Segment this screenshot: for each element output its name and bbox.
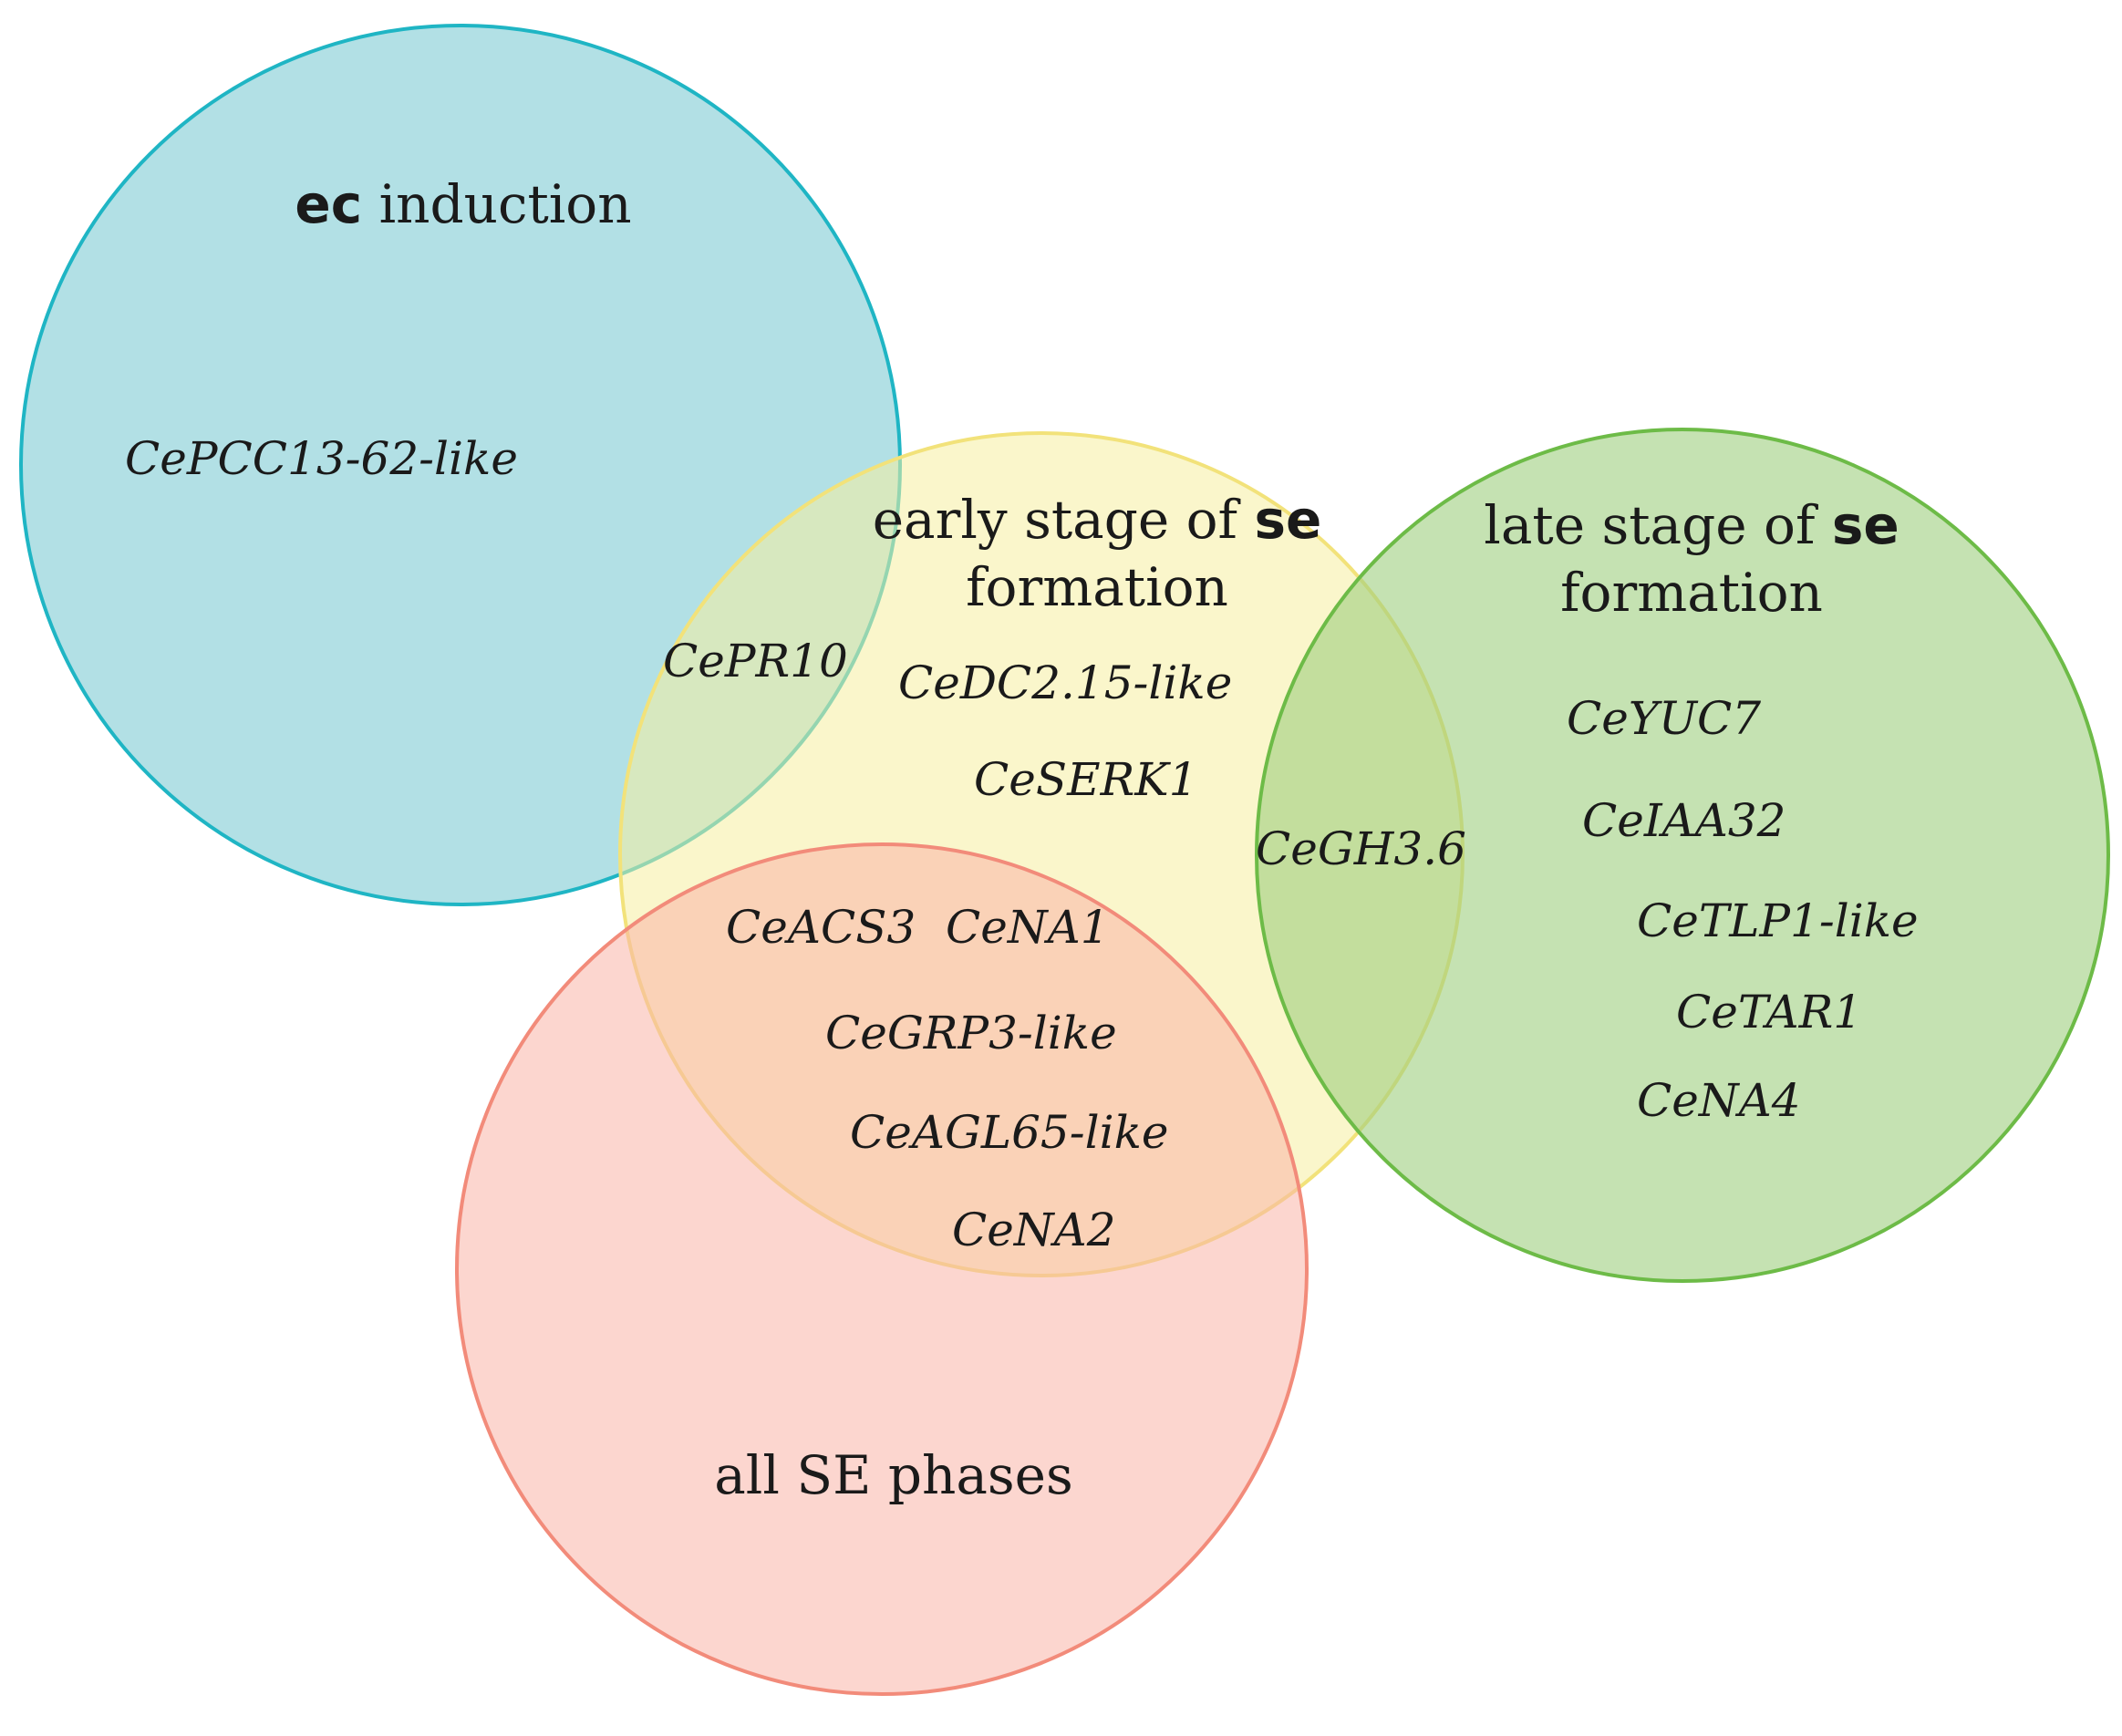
early-stage-title-bold: se: [1254, 489, 1321, 551]
gene-label: CePR10: [663, 635, 848, 687]
late-stage-title-line1: late stage of se: [1484, 494, 1899, 556]
gene-label: CePCC13-62-like: [125, 432, 518, 485]
gene-label: CeYUC7: [1567, 692, 1761, 745]
gene-label: CeNA4: [1637, 1074, 1801, 1127]
gene-label: CeNA2: [952, 1204, 1116, 1256]
all-se-phases-title: all SE phases: [714, 1444, 1073, 1506]
ec-induction-title-rest: induction: [362, 173, 631, 235]
early-stage-title-line2: formation: [966, 556, 1228, 618]
early-stage-title-line1: early stage of se: [873, 489, 1322, 551]
gene-label: CeACS3: [726, 901, 916, 954]
late-stage-title-bold: se: [1832, 494, 1899, 556]
ec-induction-title-bold: ec: [295, 173, 362, 235]
gene-label: CeSERK1: [974, 753, 1197, 806]
all-se-phases-circle: [455, 842, 1309, 1696]
gene-label: CeTAR1: [1676, 986, 1862, 1038]
ec-induction-title: ec induction: [295, 173, 631, 235]
gene-label: CeNA1: [946, 901, 1110, 954]
early-stage-title-prefix: early stage of: [873, 489, 1255, 551]
late-stage-title-line2: formation: [1560, 562, 1823, 624]
gene-label: CeGH3.6: [1256, 822, 1466, 875]
late-stage-circle: [1255, 428, 2110, 1283]
gene-label: CeDC2.15-like: [898, 656, 1232, 709]
gene-label: CeGRP3-like: [825, 1007, 1117, 1059]
gene-label: CeIAA32: [1582, 794, 1786, 847]
late-stage-title-prefix: late stage of: [1484, 494, 1832, 556]
gene-label: CeTLP1-like: [1637, 894, 1919, 947]
gene-label: CeAGL65-like: [850, 1106, 1169, 1159]
